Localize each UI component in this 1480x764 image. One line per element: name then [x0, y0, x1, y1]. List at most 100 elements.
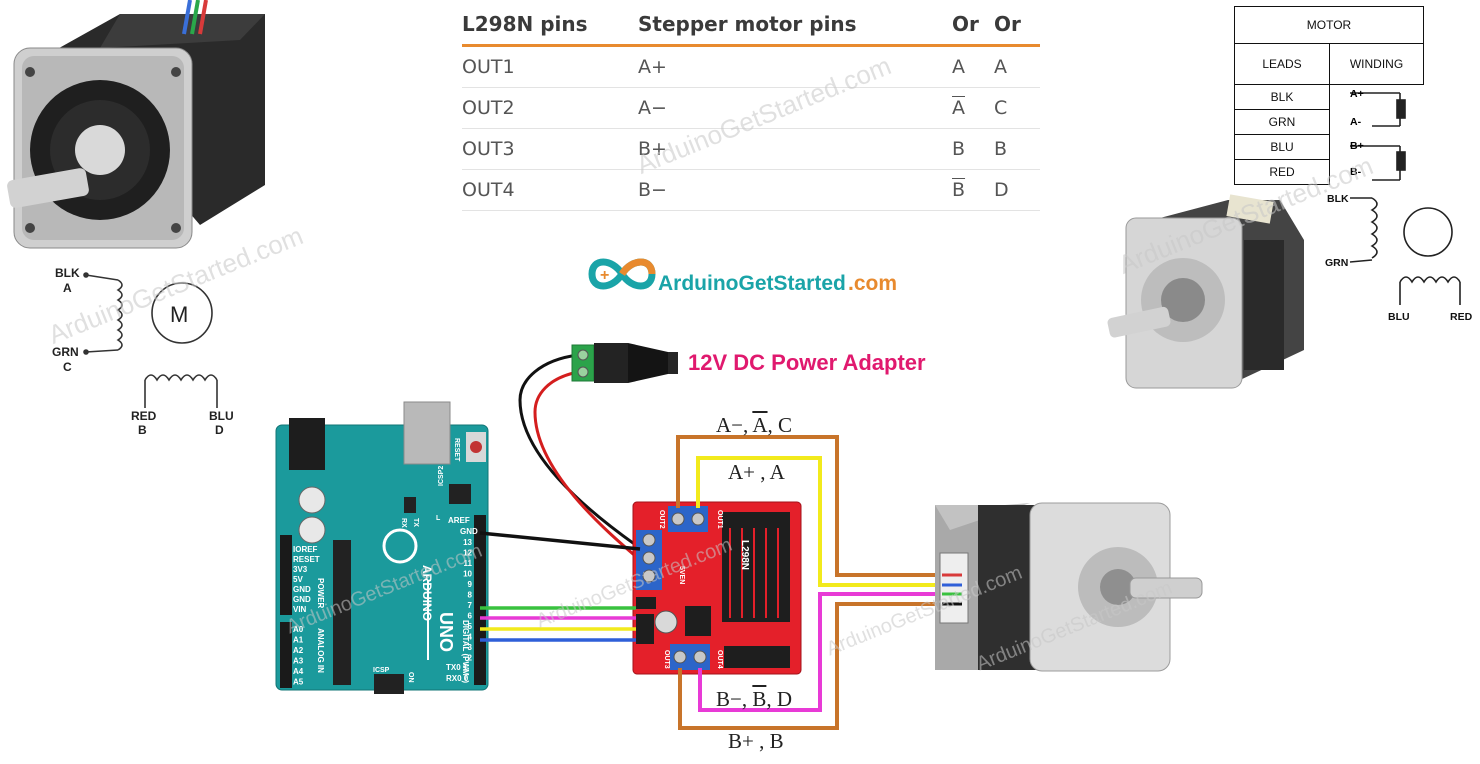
- l298n-out1-label: OUT1: [716, 510, 723, 529]
- motor-table-winding-header: WINDING: [1329, 43, 1424, 85]
- arduino-pin-label: 3V3: [293, 565, 308, 574]
- arduino-digital-label: DIGITAL (PWM~): [461, 620, 470, 683]
- cell-or-1: B: [952, 128, 994, 170]
- power-adapter-label: 12V DC Power Adapter: [688, 350, 926, 375]
- header-or-1: Or: [952, 4, 994, 47]
- cell-l298n-pin: OUT3: [462, 128, 638, 170]
- arduino-pin-label: 13: [463, 538, 472, 547]
- cell-stepper-pin: B−: [638, 169, 952, 211]
- header-l298n: L298N pins: [462, 4, 638, 47]
- right-label-grn: GRN: [1325, 257, 1348, 269]
- arduino-pin-label: 9: [468, 580, 473, 589]
- arduino-model-text: UNO: [436, 612, 456, 652]
- table-row: OUT2 A− A C: [462, 87, 1040, 129]
- motor-wires: [676, 435, 940, 730]
- cell-stepper-pin-text: A−: [638, 97, 667, 119]
- arduino-pin-label: 12: [463, 549, 472, 558]
- right-label-blu: BLU: [1388, 311, 1410, 323]
- cell-stepper-pin: A+: [638, 45, 952, 88]
- arduino-pin-label: A0: [293, 625, 304, 634]
- arduino-pin-label: 5: [468, 622, 473, 631]
- arduino-uno-board: [275, 401, 489, 694]
- arduino-pin-label: 3: [468, 643, 473, 652]
- lead-cell-grn: GRN: [1234, 109, 1330, 135]
- arduino-gnd-label: GND: [460, 527, 478, 536]
- winding-label-a-plus: A+: [1350, 88, 1364, 100]
- cell-or-2-text: C: [994, 97, 1008, 119]
- stepper-motor-photo-left: [7, 0, 265, 249]
- left-label-c: C: [63, 360, 72, 374]
- winding-label-a-minus: A-: [1350, 116, 1362, 128]
- left-label-b: B: [138, 423, 147, 437]
- arduino-pin-label: GND: [293, 585, 311, 594]
- cell-or-1-text: A: [952, 56, 965, 78]
- cell-or-2: B: [994, 128, 1040, 170]
- arduino-pin-label: VIN: [293, 605, 307, 614]
- cell-l298n-pin-text: OUT2: [462, 97, 515, 119]
- arduino-pin-label: 7: [468, 601, 473, 610]
- wire-label-a-minus: A−, A, C: [716, 413, 793, 437]
- left-motor-schematic: [83, 272, 218, 408]
- lead-cell-blu: BLU: [1234, 134, 1330, 160]
- cell-or-1: B: [952, 169, 994, 211]
- cell-or-2: D: [994, 169, 1040, 211]
- arduino-analog-label: ANALOG IN: [316, 628, 325, 673]
- arduino-pin-label: RESET: [293, 555, 320, 564]
- arduino-pin-label: A2: [293, 646, 304, 655]
- cell-or-2-text: A: [994, 56, 1007, 78]
- l298n-driver-board: [632, 501, 802, 675]
- arduino-pin-label: 11: [464, 559, 473, 568]
- arduino-pin-label: 4: [468, 633, 473, 642]
- dc-power-adapter: [518, 343, 678, 562]
- winding-label-b-minus: B-: [1350, 166, 1362, 178]
- brand-name: ArduinoGetStarted: [658, 272, 846, 295]
- arduino-pin-label: 2: [468, 654, 473, 663]
- arduino-pin-label: GND: [293, 595, 311, 604]
- pin-mapping-table: L298N pins Stepper motor pins Or Or OUT1…: [462, 4, 1040, 211]
- left-label-blu: BLU: [209, 409, 234, 423]
- left-label-blk: BLK: [55, 266, 80, 280]
- header-or-2: Or: [994, 4, 1040, 47]
- arduino-brand-text: ARDUINO: [420, 565, 434, 621]
- motor-table-title: MOTOR: [1234, 6, 1424, 44]
- right-label-red: RED: [1450, 311, 1473, 323]
- arduino-pin-label: 10: [463, 570, 472, 579]
- motor-leads-table: MOTOR LEADS WINDING BLK GRN BLU RED: [1234, 6, 1424, 185]
- signal-wires: [479, 531, 641, 642]
- arduino-pin-label: 5V: [293, 575, 303, 584]
- arduino-tx-label: TX0 1: [446, 663, 468, 672]
- l298n-5ven-label: 5VEN: [678, 566, 685, 584]
- arduino-pin-label: 8: [468, 591, 473, 600]
- arduino-l-led-label: L: [436, 515, 441, 522]
- lead-cell-red: RED: [1234, 159, 1330, 185]
- left-motor-symbol: M: [170, 302, 188, 327]
- right-label-blk: BLK: [1327, 193, 1349, 205]
- arduino-pin-label: A4: [293, 667, 304, 676]
- arduino-pin-label: IOREF: [293, 545, 318, 554]
- arduino-icsp-label: ICSP: [373, 667, 390, 674]
- stepper-motor-photo-right: [1107, 194, 1304, 389]
- arduino-pin-label: A1: [293, 636, 304, 645]
- cell-l298n-pin: OUT4: [462, 169, 638, 211]
- cell-l298n-pin-text: OUT1: [462, 56, 515, 78]
- lead-cell-blk: BLK: [1234, 84, 1330, 110]
- left-label-red: RED: [131, 409, 157, 423]
- cell-stepper-pin: B+: [638, 128, 952, 170]
- cell-stepper-pin: A−: [638, 87, 952, 129]
- cell-or-2-text: D: [994, 179, 1009, 201]
- wire-label-a-plus: A+ , A: [728, 460, 785, 484]
- cell-l298n-pin-text: OUT3: [462, 138, 515, 160]
- cell-or-1-text: A: [952, 97, 965, 119]
- cell-stepper-pin-text: A+: [638, 56, 667, 78]
- left-label-d: D: [215, 423, 224, 437]
- cell-or-2: C: [994, 87, 1040, 129]
- arduino-power-label: POWER: [316, 578, 325, 608]
- cell-l298n-pin-text: OUT4: [462, 179, 515, 201]
- wire-label-b-minus: B−, B, D: [716, 687, 793, 711]
- l298n-out2-label: OUT2: [658, 510, 665, 529]
- arduino-tx-led-label: TX: [412, 518, 419, 527]
